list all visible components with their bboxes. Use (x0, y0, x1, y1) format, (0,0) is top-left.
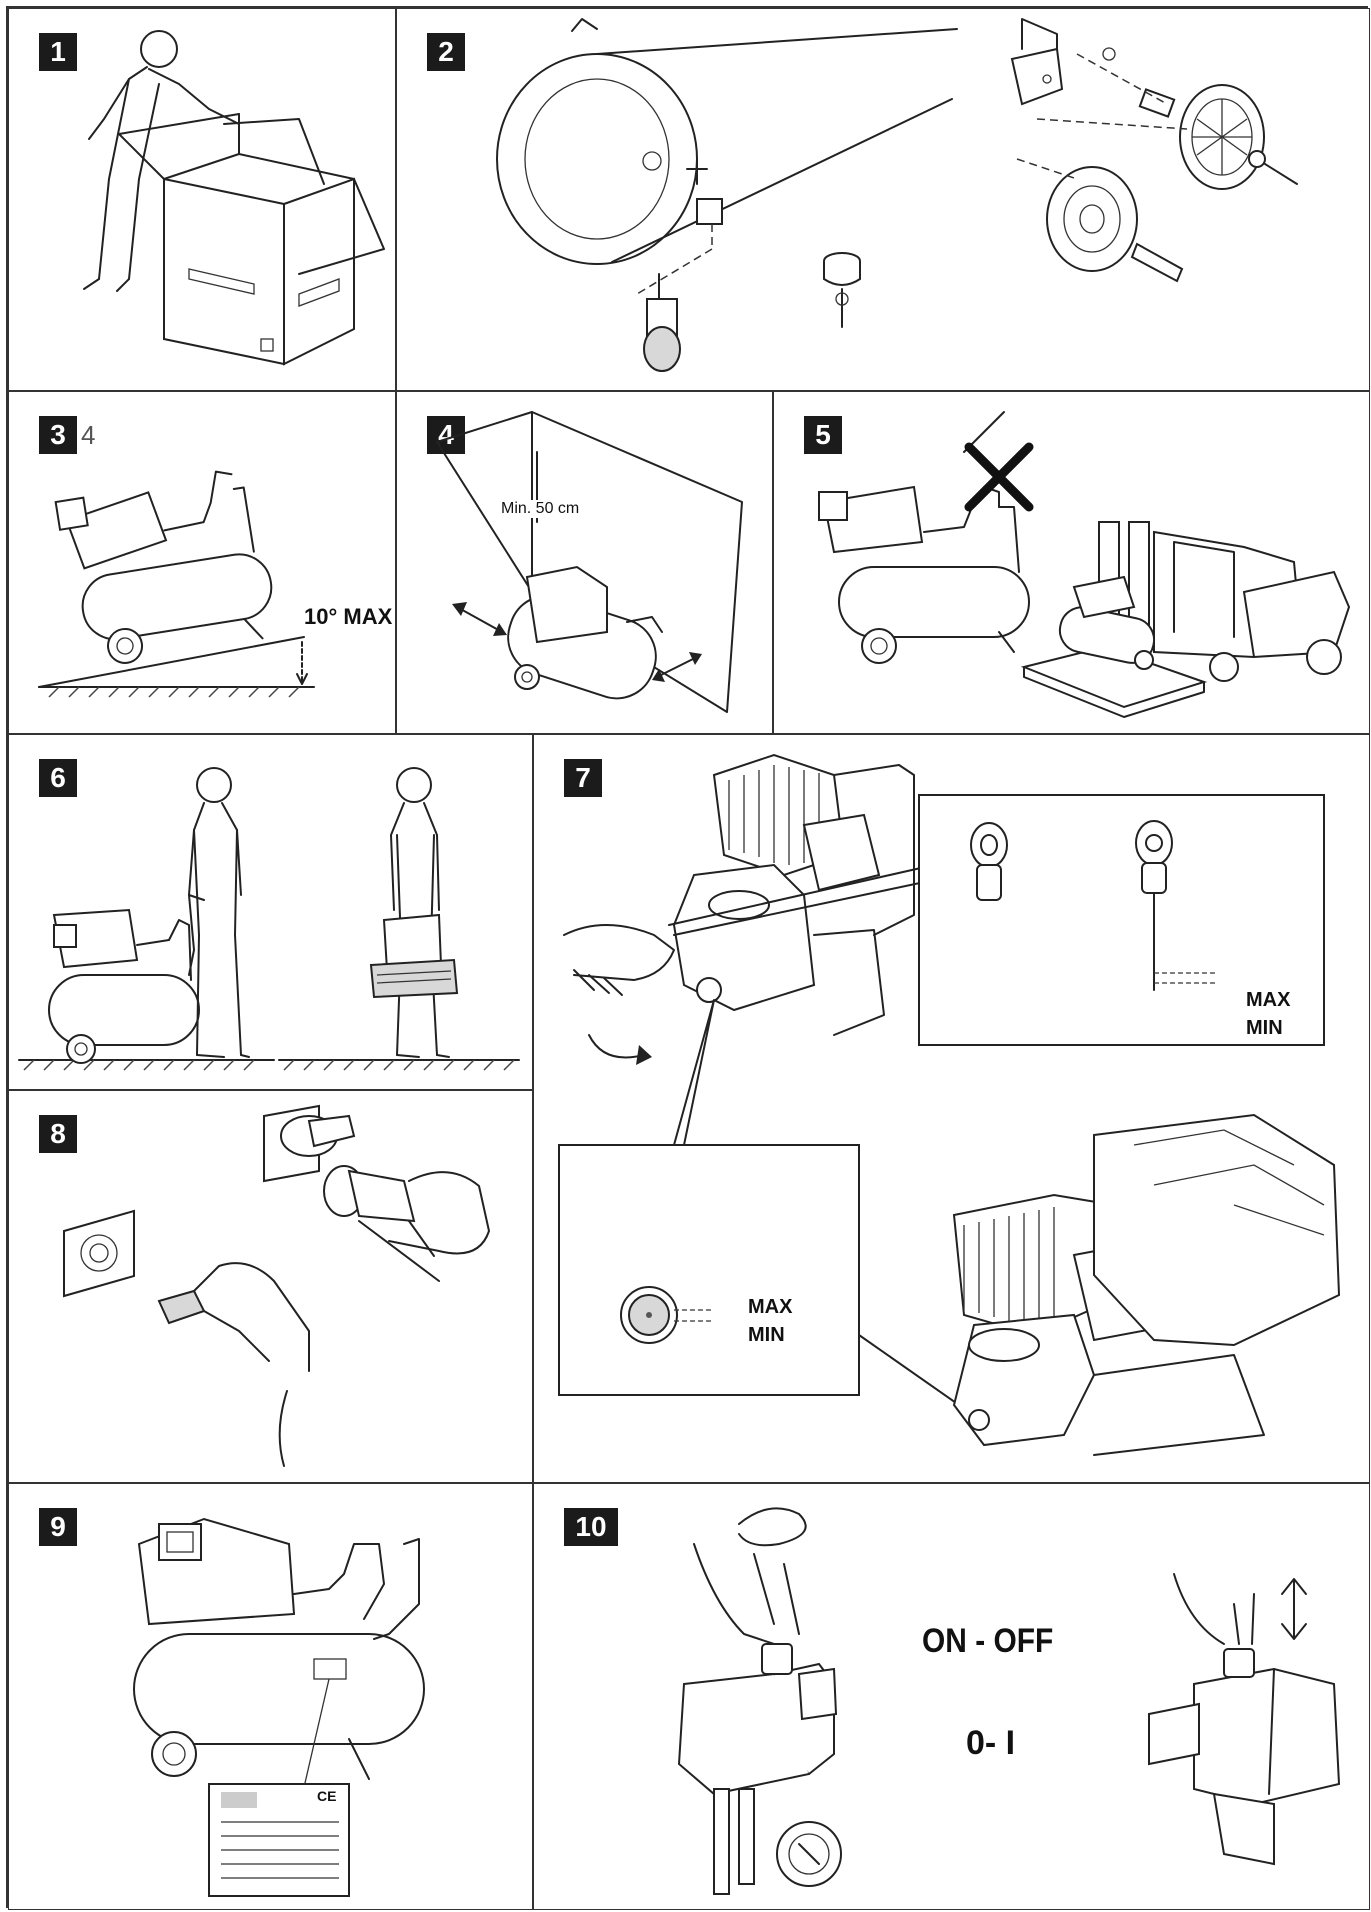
step-number: 2 (427, 33, 465, 71)
carrying-illustration (18, 767, 520, 1071)
panel-1-unpacking: 1 (8, 8, 396, 391)
dipstick-min-label: MIN (1246, 1017, 1283, 1039)
pressure-switch-illustration (677, 1507, 1341, 1895)
wheel-assembly-illustration (496, 18, 1298, 372)
panel-5-transport: 5 (773, 391, 1370, 734)
incline-illustration (38, 470, 315, 698)
panel-10-switch: 10 ON - OFF 0- I (533, 1483, 1370, 1910)
ce-mark: CE (317, 1788, 337, 1804)
distance-label: Min. 50 cm (501, 500, 580, 518)
panel-8-power: 8 (8, 1090, 533, 1483)
unpacking-illustration (83, 30, 385, 366)
step-number: 3 (39, 416, 77, 454)
panel-3-incline: 3 4 10° MAX (8, 391, 396, 734)
step-number: 6 (39, 759, 77, 797)
panel-9-rating-plate: 9 CE (8, 1483, 533, 1910)
step-number: 8 (39, 1115, 77, 1153)
step-number: 1 (39, 33, 77, 71)
sightglass-max-label: MAX (748, 1296, 793, 1318)
on-off-label: ON - OFF (922, 1622, 1054, 1660)
power-connection-illustration (63, 1104, 490, 1467)
rating-plate-illustration (133, 1517, 425, 1897)
switch-symbol-label: 0- I (966, 1724, 1016, 1762)
stray-digit: 4 (81, 420, 96, 450)
instruction-sheet: 1 2 (6, 6, 1370, 1910)
panel-4-clearance: 4 Min. 50 cm (396, 391, 773, 734)
step-number: 10 (564, 1508, 618, 1546)
step-number: 7 (564, 759, 602, 797)
transport-illustration (818, 411, 1351, 718)
wall-clearance-illustration (436, 411, 743, 713)
panel-2-assembly: 2 (396, 8, 1370, 391)
panel-7-oil-level: 7 (533, 734, 1370, 1483)
oil-level-illustration (558, 753, 1341, 1456)
panel-6-carrying: 6 (8, 734, 533, 1090)
sightglass-min-label: MIN (748, 1324, 785, 1346)
step-number: 9 (39, 1508, 77, 1546)
dipstick-max-label: MAX (1246, 989, 1291, 1011)
angle-label: 10° MAX (304, 604, 393, 629)
step-number: 5 (804, 416, 842, 454)
